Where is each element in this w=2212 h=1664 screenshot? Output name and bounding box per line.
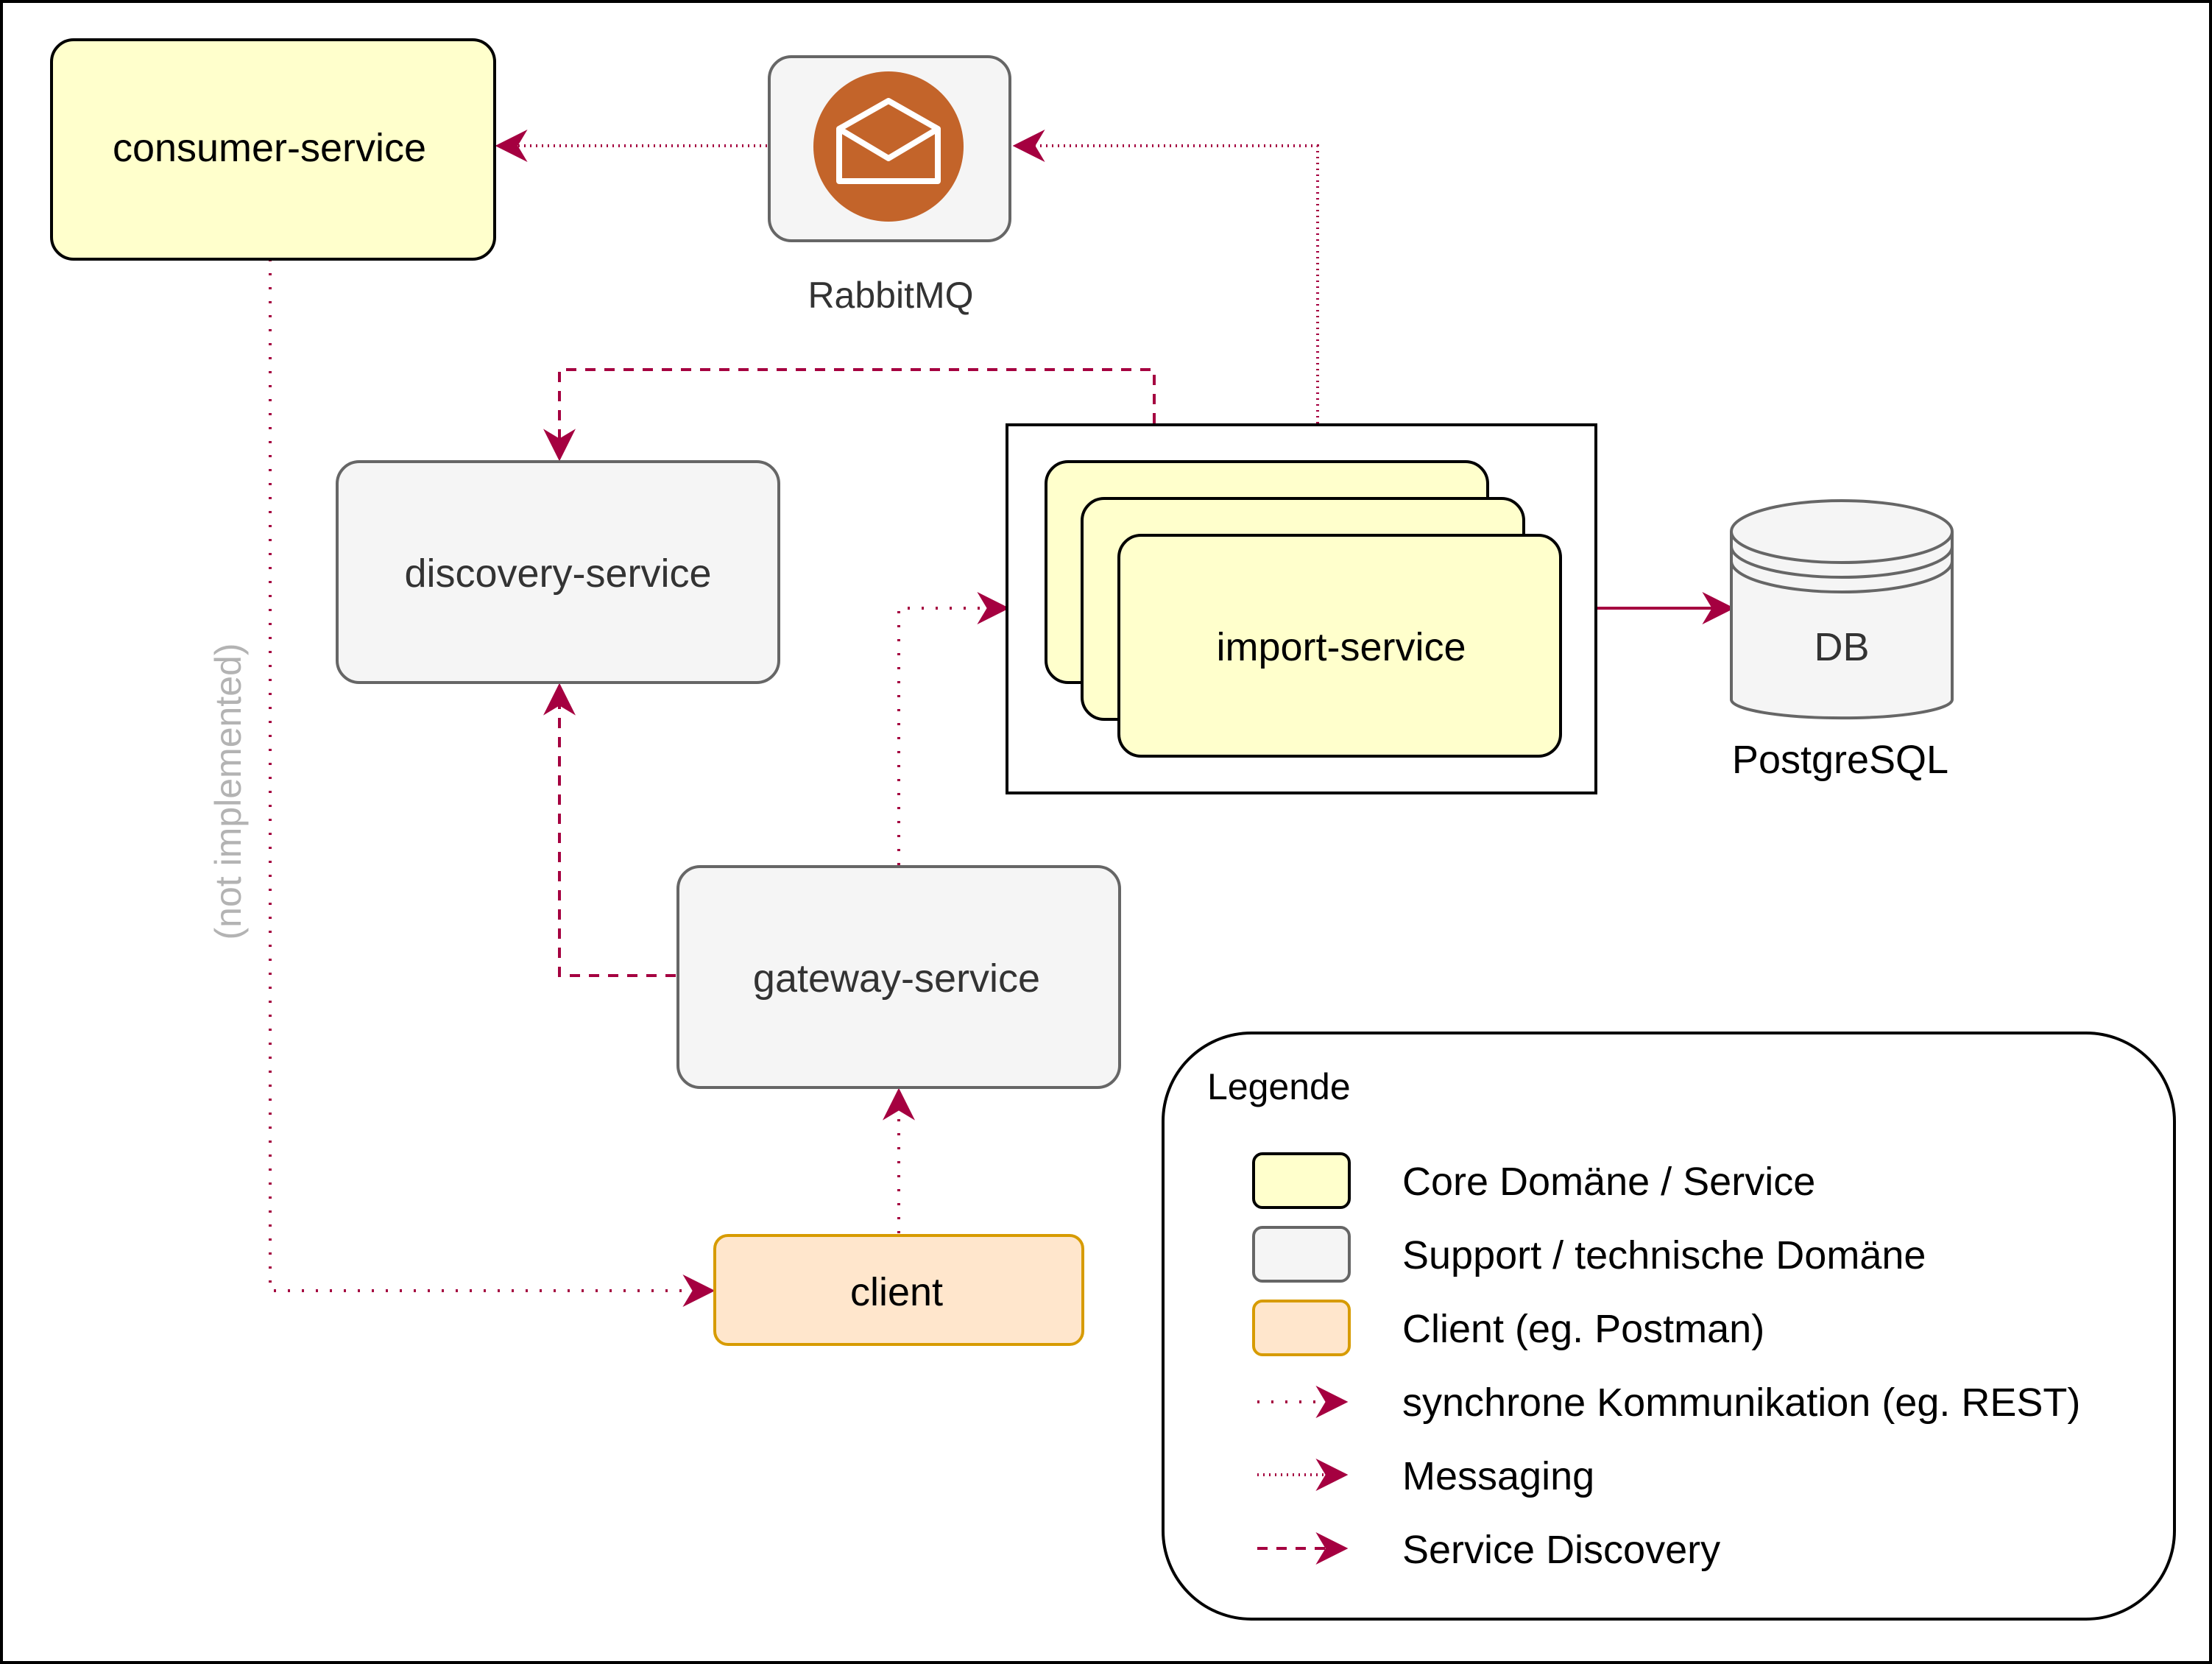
client-node[interactable]: client (713, 1234, 1084, 1346)
discovery-service-node[interactable]: discovery-service (336, 460, 780, 684)
legend-label-support: Support / technische Domäne (1402, 1233, 1926, 1277)
not-implemented-label: (not implemented) (208, 644, 249, 940)
edge-gateway-to-discovery (543, 683, 676, 977)
legend-title: Legende (1207, 1066, 1351, 1107)
legend-swatch-support (1252, 1226, 1351, 1283)
client-label: client (850, 1270, 943, 1314)
legend-label-core: Core Domäne / Service (1402, 1160, 1815, 1204)
db-caption: PostgreSQL (1732, 738, 1948, 782)
db-node[interactable]: DB PostgreSQL (1730, 499, 1954, 782)
legend-swatch-client (1252, 1300, 1351, 1356)
legend-label-sync: synchrone Kommunikation (eg. REST) (1402, 1381, 2080, 1425)
db-label: DB (1814, 625, 1869, 669)
edge-import-to-rabbitmq (1012, 130, 1319, 423)
legend-box (1162, 1032, 2176, 1621)
discovery-service-label: discovery-service (404, 551, 711, 596)
consumer-service-label: consumer-service (113, 126, 426, 170)
envelope-open-icon (813, 71, 964, 222)
consumer-service-node[interactable]: consumer-service (50, 38, 496, 261)
legend-label-discovery: Service Discovery (1402, 1528, 1720, 1572)
gateway-service-node[interactable]: gateway-service (676, 865, 1121, 1089)
edge-import-to-discovery (543, 368, 1156, 462)
legend-label-messaging: Messaging (1402, 1454, 1594, 1498)
rabbitmq-node[interactable]: RabbitMQ (768, 55, 1011, 316)
import-service-label: import-service (1216, 625, 1466, 669)
gateway-service-label: gateway-service (753, 956, 1040, 1001)
rabbitmq-label: RabbitMQ (808, 275, 973, 316)
import-service-instance-front (1117, 534, 1562, 758)
legend-swatch-core (1252, 1152, 1351, 1209)
database-cylinder-icon (1730, 499, 1954, 720)
legend: Legende Core Domäne / Service Support / … (1162, 1032, 2176, 1621)
legend-label-client: Client (eg. Postman) (1402, 1307, 1764, 1351)
import-service-node[interactable]: import-service (1006, 423, 1597, 794)
edge-gateway-to-import (897, 592, 1010, 865)
